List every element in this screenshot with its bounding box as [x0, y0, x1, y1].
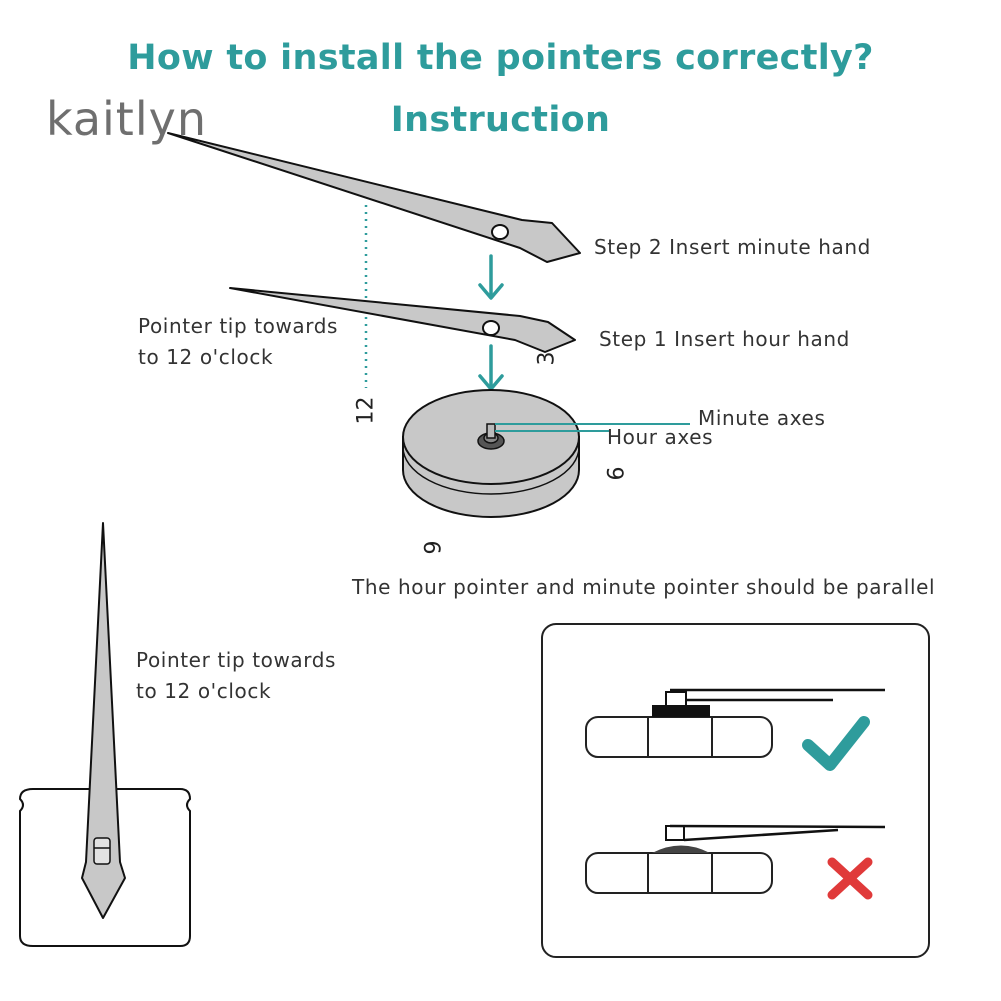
- minute-hand-hole: [491, 224, 509, 240]
- wrong-installation: [585, 824, 886, 894]
- pointer-tip-note-top-line2: to 12 o'clock: [138, 345, 274, 369]
- minute-axes-label: Minute axes: [698, 406, 826, 430]
- cross-icon: [827, 857, 873, 900]
- pointer-tip-note-bottom-line2: to 12 o'clock: [136, 679, 272, 703]
- correct-installation: [585, 688, 885, 758]
- hour-axes-label: Hour axes: [607, 425, 714, 449]
- hour-hand-hole: [482, 320, 500, 336]
- brand-watermark: kaitlyn: [46, 92, 207, 146]
- parallel-note: The hour pointer and minute pointer shou…: [352, 575, 936, 599]
- dial-number-9: 9: [421, 540, 447, 555]
- pointer-tip-note-top-line1: Pointer tip towards: [138, 314, 339, 338]
- page-title: How to install the pointers correctly?: [127, 38, 874, 78]
- pointer-tip-note-bottom-line1: Pointer tip towards: [136, 648, 337, 672]
- page-subtitle: Instruction: [390, 100, 611, 140]
- pointer-clip: [93, 837, 111, 865]
- step1-label: Step 1 Insert hour hand: [599, 327, 850, 351]
- arrow-down-icon: [478, 254, 504, 300]
- comparison-panel: [541, 623, 930, 958]
- check-icon: [802, 716, 870, 771]
- dial-number-6: 6: [604, 466, 630, 481]
- arrow-down-icon: [478, 344, 504, 391]
- minute-hand: [167, 132, 581, 263]
- step2-label: Step 2 Insert minute hand: [594, 235, 871, 259]
- dial-number-3: 3: [534, 351, 560, 366]
- hour-hand: [229, 287, 576, 353]
- dial-number-12: 12: [353, 396, 379, 425]
- clock-movement: [402, 389, 580, 518]
- long-pointer-hand: [81, 522, 126, 919]
